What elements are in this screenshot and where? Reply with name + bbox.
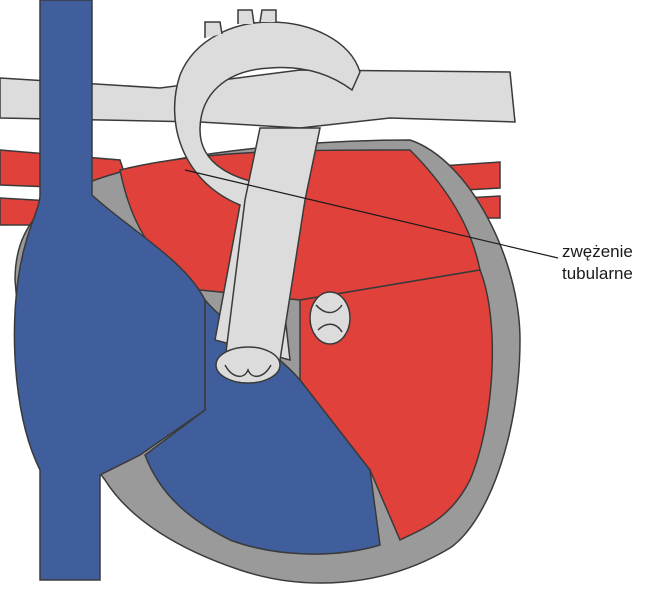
pulmonary-artery-band [0, 69, 516, 129]
annotation-label-line-1: zwężenie [562, 242, 633, 261]
left-ventricle [299, 269, 494, 542]
annotation-leader-line [184, 169, 559, 259]
aortic-branches [204, 9, 277, 38]
tricuspid-valve-icon [215, 346, 281, 384]
tricuspid-valve-icon [309, 291, 351, 345]
vena-cava [13, 0, 206, 581]
annotation-label-line-2: tubularne [562, 264, 633, 283]
